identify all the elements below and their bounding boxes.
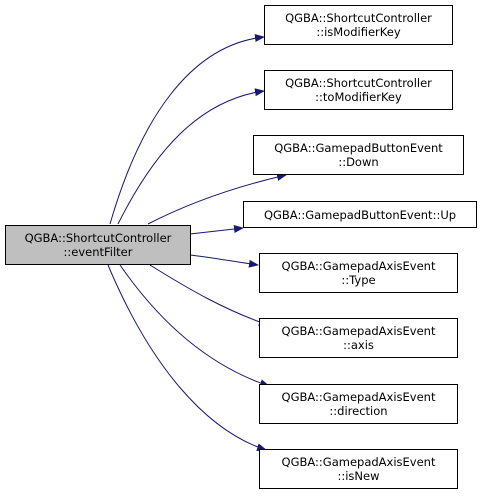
node-line1: QGBA::GamepadAxisEvent xyxy=(281,455,436,469)
node-line2: ::toModifierKey xyxy=(315,90,402,104)
node-line2: ::Down xyxy=(338,155,379,169)
node-gamepadaxisevent-isnew[interactable]: QGBA::GamepadAxisEvent ::isNew xyxy=(259,449,458,489)
node-shortcutcontroller-eventfilter[interactable]: QGBA::ShortcutController ::eventFilter xyxy=(5,225,191,265)
node-line1: QGBA::GamepadAxisEvent xyxy=(281,259,436,273)
node-gamepadbuttonevent-down[interactable]: QGBA::GamepadButtonEvent ::Down xyxy=(253,135,464,175)
node-gamepadaxisevent-direction[interactable]: QGBA::GamepadAxisEvent ::direction xyxy=(259,384,458,424)
edge-to-gamepadbuttonevent-down xyxy=(147,173,287,225)
node-line1: QGBA::GamepadAxisEvent xyxy=(281,324,436,338)
node-line2: ::eventFilter xyxy=(63,245,133,259)
node-line1: QGBA::GamepadAxisEvent xyxy=(281,390,436,404)
node-line1: QGBA::ShortcutController xyxy=(285,11,432,25)
node-line2: ::isNew xyxy=(337,469,380,483)
node-shortcutcontroller-tomodifierkey[interactable]: QGBA::ShortcutController ::toModifierKey xyxy=(264,70,453,110)
node-line2: ::isModifierKey xyxy=(316,25,401,39)
node-line1: QGBA::GamepadButtonEvent xyxy=(274,141,443,155)
node-line1: QGBA::ShortcutController xyxy=(285,76,432,90)
edge-to-gamepadaxisevent-direction xyxy=(119,264,270,387)
node-line1: QGBA::ShortcutController xyxy=(24,231,172,245)
node-gamepadaxisevent-axis[interactable]: QGBA::GamepadAxisEvent ::axis xyxy=(259,318,458,358)
node-gamepadaxisevent-type[interactable]: QGBA::GamepadAxisEvent ::Type xyxy=(259,253,458,293)
node-shortcutcontroller-ismodifierkey[interactable]: QGBA::ShortcutController ::isModifierKey xyxy=(264,5,453,45)
node-line2: ::axis xyxy=(343,338,374,352)
edge-to-gamepadaxisevent-axis xyxy=(149,264,269,326)
edge-to-ismodifierkey xyxy=(109,33,265,225)
edge-to-gamepadaxisevent-isnew xyxy=(107,264,267,451)
edge-to-gamepadbuttonevent-up xyxy=(189,225,244,235)
node-line2: ::Type xyxy=(341,273,376,287)
edge-to-gamepadaxisevent-type xyxy=(189,254,259,268)
edge-to-tomodifierkey xyxy=(117,88,265,225)
node-line1: QGBA::GamepadButtonEvent::Up xyxy=(263,207,457,222)
node-line2: ::direction xyxy=(329,404,388,418)
node-gamepadbuttonevent-up[interactable]: QGBA::GamepadButtonEvent::Up xyxy=(243,201,477,228)
